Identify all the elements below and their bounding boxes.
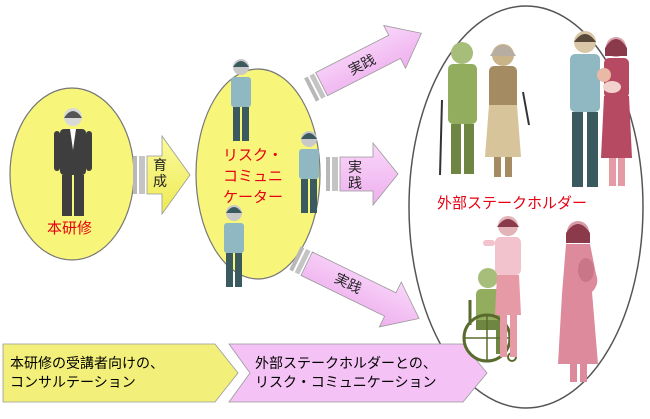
risk-communication-text-1: 外部ステークホルダーとの、	[255, 356, 437, 372]
elderly-man-icon	[439, 42, 477, 176]
practice-arrow-middle-label: 実践	[348, 160, 362, 192]
consultation-text-1: 本研修の受講者向けの、	[10, 356, 164, 372]
risk-communication-text-2: リスク・コミュニケーション	[255, 375, 437, 391]
businessman-icon	[54, 108, 92, 216]
trainee-icon-bottom	[224, 205, 244, 287]
stakeholders-label: 外部ステークホルダー	[437, 194, 588, 212]
practice-arrow-middle	[326, 141, 399, 207]
training-label: 本研修	[47, 219, 93, 237]
father-icon	[570, 31, 600, 187]
trainee-icon-right	[299, 131, 319, 213]
develop-arrow-label: 育成	[153, 158, 167, 190]
risk-communicator-label-2: コミュニ	[223, 167, 284, 185]
pregnant-woman-icon	[558, 221, 598, 382]
trainee-icon-top	[231, 59, 251, 141]
elderly-woman-icon	[485, 44, 530, 177]
practice-arrow-lower	[289, 246, 420, 328]
consultation-text-2: コンサルテーション	[10, 375, 136, 391]
caregiver-icon	[483, 216, 521, 357]
risk-communicator-label-1: リスク・	[223, 146, 283, 164]
practice-arrow-upper	[304, 24, 422, 102]
mother-with-baby-icon	[597, 37, 632, 186]
consultation-box	[2, 343, 239, 403]
risk-communication-box	[228, 343, 488, 403]
develop-arrow	[133, 134, 191, 216]
risk-communicator-label-3: ケーター	[223, 188, 284, 206]
